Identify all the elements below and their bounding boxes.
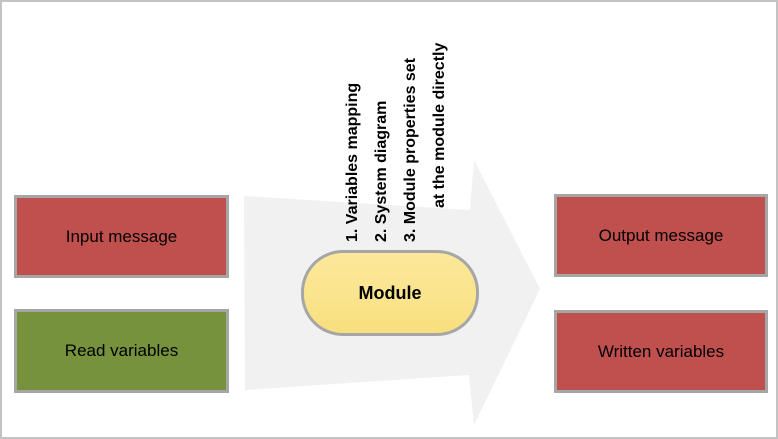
module-notes: 1. Variables mapping 2. System diagram 3… — [338, 16, 454, 242]
output-message-box: Output message — [554, 194, 768, 277]
note-module-properties: 3. Module properties set — [402, 57, 419, 242]
note-module-properties-cont: at the module directly — [431, 42, 448, 208]
module-label: Module — [358, 282, 422, 303]
note-variables-mapping: 1. Variables mapping — [344, 82, 361, 242]
note-system-diagram: 2. System diagram — [373, 100, 390, 242]
written-variables-box: Written variables — [554, 310, 768, 393]
module-node: Module — [301, 250, 479, 336]
written-variables-label: Written variables — [597, 341, 725, 361]
read-variables-label: Read variables — [64, 341, 179, 360]
input-message-label: Input message — [65, 226, 178, 246]
input-message-box: Input message — [14, 195, 229, 278]
read-variables-box: Read variables — [14, 309, 229, 393]
output-message-label: Output message — [598, 225, 724, 245]
